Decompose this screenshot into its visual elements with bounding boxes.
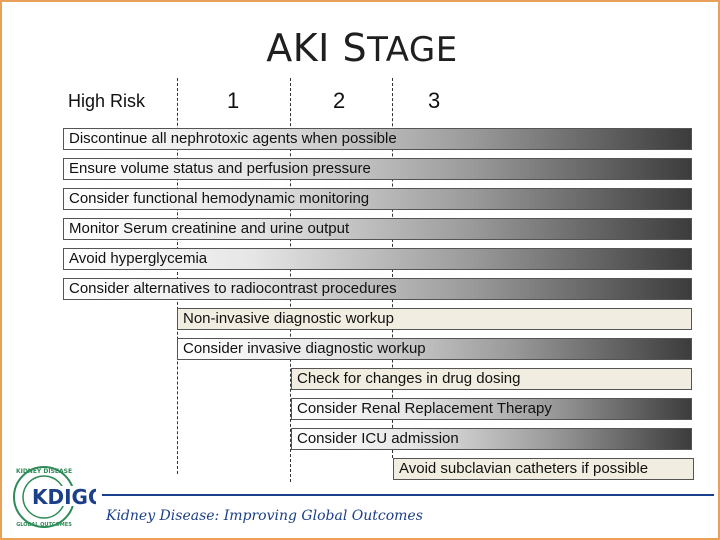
recommendation-bar: Discontinue all nephrotoxic agents when … [63,128,692,150]
high-risk-label: High Risk [68,91,146,111]
recommendation-bar: Consider alternatives to radiocontrast p… [63,278,692,300]
svg-text:KIDNEY DISEASE: KIDNEY DISEASE [16,468,72,475]
divider-line [177,78,178,474]
recommendation-bar: Consider ICU admission [291,428,692,450]
kdigo-logo: KIDNEY DISEASE GLOBAL OUTCOMES KDIGO [13,466,96,528]
recommendation-bar: Ensure volume status and perfusion press… [63,158,692,180]
stage-1-label: 1 [227,88,240,113]
recommendation-bar: Avoid hyperglycemia [63,248,692,270]
title-main: AKI S [266,26,368,70]
title-rest: TAGE [367,30,458,70]
recommendation-bar: Check for changes in drug dosing [291,368,692,390]
recommendation-bar: Avoid subclavian catheters if possible [393,458,694,480]
recommendation-bar: Consider invasive diagnostic workup [177,338,692,360]
stage-3-label: 3 [428,88,441,113]
recommendation-bar: Non-invasive diagnostic workup [177,308,692,330]
svg-text:KDIGO: KDIGO [32,485,96,509]
stage-2-label: 2 [333,88,346,113]
footer-tagline: Kidney Disease: Improving Global Outcome… [106,508,423,524]
footer-rule [102,494,714,496]
svg-text:GLOBAL OUTCOMES: GLOBAL OUTCOMES [16,522,72,528]
slide-title: AKI STAGE [2,26,718,70]
recommendation-bar: Monitor Serum creatinine and urine outpu… [63,218,692,240]
recommendation-bar: Consider functional hemodynamic monitori… [63,188,692,210]
recommendation-bar: Consider Renal Replacement Therapy [291,398,692,420]
